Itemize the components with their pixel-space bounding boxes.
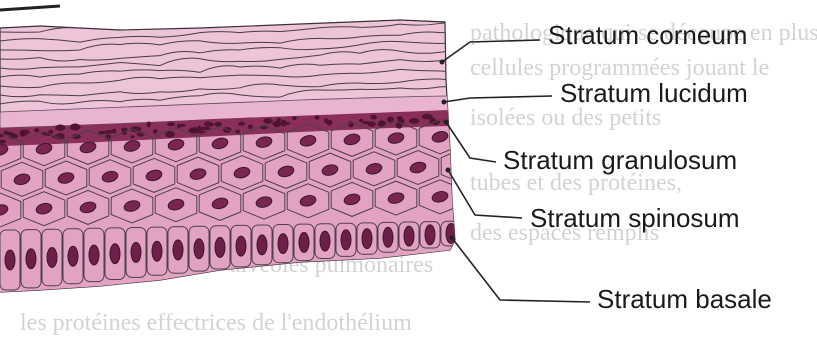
granule bbox=[263, 118, 272, 124]
cell-nucleus bbox=[110, 244, 120, 264]
granule bbox=[362, 121, 370, 124]
cell-nucleus bbox=[26, 249, 36, 269]
granule bbox=[348, 121, 354, 127]
cell-nucleus bbox=[194, 239, 204, 259]
label-stratum-granulosum: Stratum granulosum bbox=[503, 147, 737, 173]
granule bbox=[238, 122, 245, 126]
cell-nucleus bbox=[278, 234, 288, 254]
cell-nucleus bbox=[47, 248, 57, 268]
granule bbox=[34, 128, 39, 132]
granule bbox=[292, 116, 296, 120]
tissue-top-edge bbox=[0, 6, 60, 10]
granule bbox=[70, 124, 81, 131]
cell-nucleus bbox=[362, 229, 372, 249]
svg-text:les protéines effectrices de l: les protéines effectrices de l'endothéli… bbox=[20, 310, 412, 336]
granule bbox=[422, 114, 433, 120]
cell-nucleus bbox=[131, 242, 141, 262]
granule bbox=[280, 122, 291, 125]
granule bbox=[98, 131, 107, 134]
cell-nucleus bbox=[68, 246, 78, 266]
granule bbox=[188, 129, 198, 132]
granule bbox=[248, 125, 253, 130]
cell-nucleus bbox=[299, 232, 309, 252]
granule bbox=[153, 129, 158, 134]
label-stratum-corneum: Stratum corneum bbox=[548, 22, 747, 48]
granule bbox=[273, 121, 281, 127]
cell-nucleus bbox=[404, 226, 414, 246]
label-stratum-spinosum: Stratum spinosum bbox=[530, 205, 740, 231]
cell-nucleus bbox=[320, 231, 330, 251]
granule bbox=[315, 115, 320, 119]
cell-nucleus bbox=[152, 241, 162, 261]
cell-nucleus bbox=[5, 250, 15, 270]
cell-nucleus bbox=[341, 230, 351, 250]
granule bbox=[359, 119, 364, 123]
leader-line-basale bbox=[452, 238, 590, 302]
cell-nucleus bbox=[215, 237, 225, 257]
granule bbox=[409, 118, 419, 124]
granule bbox=[387, 116, 394, 122]
leader-line-lucidum bbox=[444, 96, 552, 102]
granule bbox=[55, 125, 65, 131]
granule bbox=[130, 135, 134, 138]
cell-nucleus bbox=[236, 236, 246, 256]
granule bbox=[112, 129, 117, 134]
cell-nucleus bbox=[383, 227, 393, 247]
cell-nucleus bbox=[173, 240, 183, 260]
granule bbox=[147, 121, 151, 127]
label-stratum-basale: Stratum basale bbox=[597, 286, 772, 312]
granule bbox=[324, 118, 328, 123]
svg-text:isolées ou des petits: isolées ou des petits bbox=[470, 105, 661, 131]
granule bbox=[215, 122, 222, 127]
granule bbox=[204, 123, 214, 127]
cell-nucleus bbox=[257, 235, 267, 255]
cell-nucleus bbox=[89, 245, 99, 265]
cell-nucleus bbox=[425, 225, 435, 245]
cell-nucleus bbox=[453, 159, 471, 173]
granule bbox=[167, 122, 175, 126]
granule bbox=[370, 115, 377, 120]
granule bbox=[22, 130, 30, 135]
label-stratum-lucidum: Stratum lucidum bbox=[560, 80, 748, 106]
